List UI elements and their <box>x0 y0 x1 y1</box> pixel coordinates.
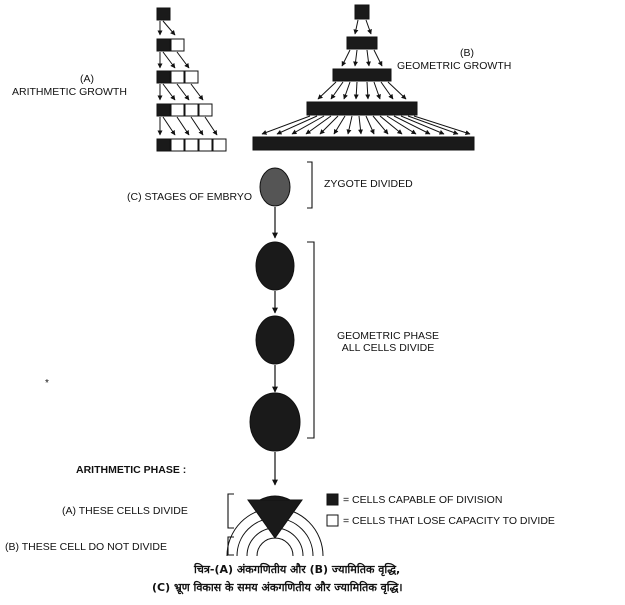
zygote-divided-label: ZYGOTE DIVIDED <box>324 178 413 190</box>
arithmetic-phase-dome <box>226 495 324 557</box>
arithmetic-growth-diagram <box>156 7 227 152</box>
geometric-letter: (B) <box>460 47 474 59</box>
brackets <box>227 161 315 556</box>
legend-dark-label: = CELLS CAPABLE OF DIVISION <box>343 494 503 506</box>
arithmetic-phase-label: ARITHMETIC PHASE : <box>76 464 187 476</box>
all-cells-divide-label: ALL CELLS DIVIDE <box>341 342 435 354</box>
geometric-growth-title: GEOMETRIC GROWTH <box>397 60 512 72</box>
geom-row-4 <box>306 101 418 116</box>
embryo-stages <box>226 167 324 557</box>
geom-row-5 <box>252 136 475 151</box>
arith-row-2 <box>156 38 185 52</box>
legend-light-label: = CELLS THAT LOSE CAPACITY TO DIVIDE <box>343 515 555 527</box>
arith-row-3 <box>156 70 199 84</box>
not-divide-bracket <box>227 536 234 556</box>
zygote-cell <box>259 167 291 207</box>
embryo-stage-2 <box>255 241 295 291</box>
embryo-stage-3 <box>255 315 295 365</box>
legend-dark-swatch <box>326 493 339 506</box>
these-cells-do-not-divide-label: (B) THESE CELL DO NOT DIVIDE <box>5 541 168 553</box>
arithmetic-letter: (A) <box>80 73 94 85</box>
arith-row-4 <box>156 103 213 117</box>
arith-row-5 <box>156 138 227 152</box>
these-divide-bracket <box>227 493 234 529</box>
geom-row-2 <box>346 36 378 50</box>
geometric-phase-label: GEOMETRIC PHASE <box>336 330 440 342</box>
legend-light-swatch <box>326 514 339 527</box>
svg-text:*: * <box>45 378 49 389</box>
stages-of-embryo-label: (C) STAGES OF EMBRYO <box>127 191 253 203</box>
arithmetic-growth-title: ARITHMETIC GROWTH <box>12 86 127 98</box>
zygote-bracket <box>307 161 313 209</box>
arith-row-1 <box>156 7 171 21</box>
geom-row-3 <box>332 68 392 82</box>
geom-row-1 <box>354 4 370 20</box>
caption-line-2: (C) भ्रूण विकास के समय अंकगणितीय और ज्या… <box>152 581 403 594</box>
geometric-growth-diagram <box>252 4 475 151</box>
geometric-phase-bracket <box>307 241 315 439</box>
these-cells-divide-label: (A) THESE CELLS DIVIDE <box>62 505 188 517</box>
embryo-stage-4 <box>249 392 301 452</box>
caption-line-1: चित्र-(A) अंकगणितीय और (B) ज्यामितिक वृद… <box>194 563 401 576</box>
